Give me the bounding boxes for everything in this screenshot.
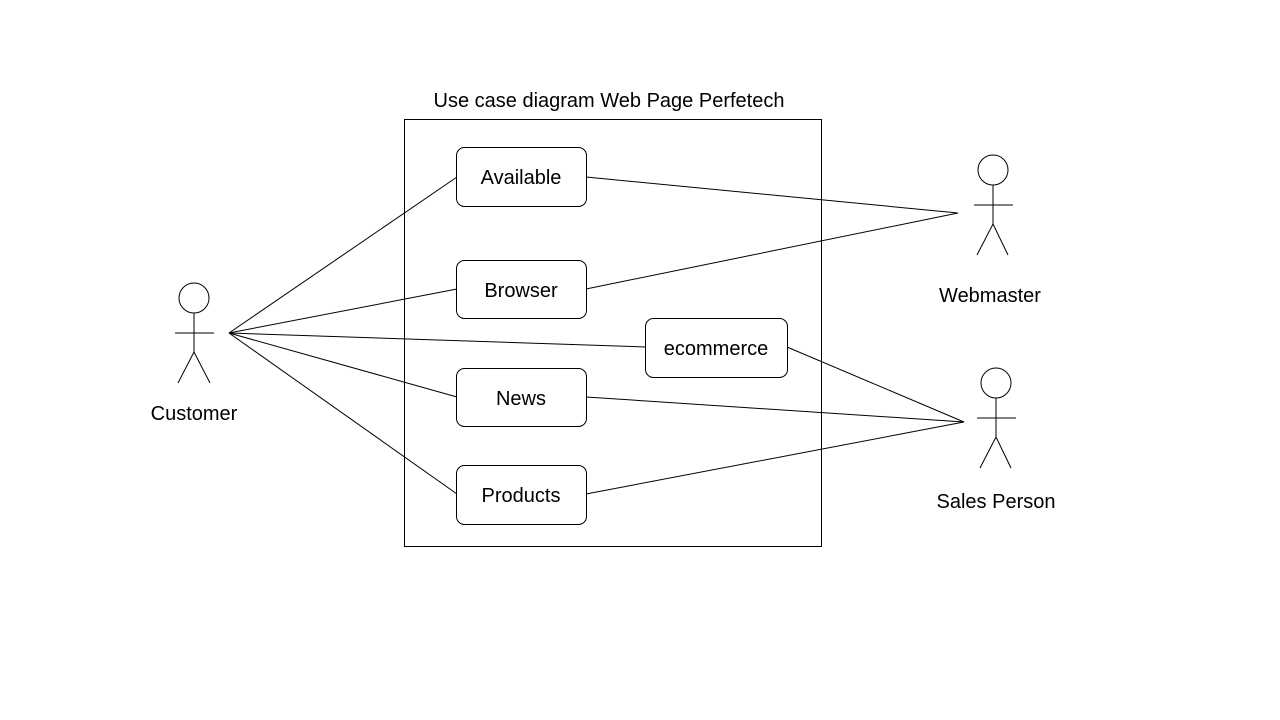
use-case-box bbox=[456, 465, 587, 525]
use-case-label: Products bbox=[482, 485, 561, 507]
actor-label: Sales Person bbox=[937, 491, 1056, 513]
use-case-label: ecommerce bbox=[664, 338, 768, 360]
association-line-webmaster-browser bbox=[585, 212, 959, 290]
use-case-label: News bbox=[496, 388, 546, 410]
association-line-sales-person-news bbox=[585, 396, 965, 423]
actor-sales-person[interactable]: Sales Person bbox=[937, 367, 1056, 513]
stick-figure-icon bbox=[974, 154, 1013, 256]
use-case-products[interactable]: Products bbox=[456, 465, 587, 525]
use-case-box bbox=[456, 147, 587, 207]
association-lines bbox=[228, 176, 965, 495]
use-case-box bbox=[645, 318, 788, 378]
actor-webmaster[interactable]: Webmaster bbox=[939, 154, 1041, 307]
use-case-box bbox=[456, 260, 587, 319]
association-line-customer-available bbox=[228, 176, 458, 334]
actor-customer[interactable]: Customer bbox=[151, 282, 238, 425]
use-case-label: Browser bbox=[484, 280, 558, 302]
stick-figure-icon bbox=[175, 282, 214, 384]
association-line-webmaster-available bbox=[585, 176, 959, 214]
use-case-browser[interactable]: Browser bbox=[456, 260, 587, 319]
system-boundary bbox=[404, 119, 822, 547]
stick-figure-icon bbox=[977, 367, 1016, 469]
actor-label: Customer bbox=[151, 403, 238, 425]
use-case-available[interactable]: Available bbox=[456, 147, 587, 207]
actor-label: Webmaster bbox=[939, 285, 1041, 307]
association-line-customer-ecommerce bbox=[228, 332, 647, 348]
association-line-customer-browser bbox=[228, 288, 458, 334]
association-line-sales-person-ecommerce bbox=[786, 346, 965, 423]
association-line-customer-products bbox=[228, 332, 458, 495]
association-line-customer-news bbox=[228, 332, 458, 398]
use-case-news[interactable]: News bbox=[456, 368, 587, 427]
use-case-box bbox=[456, 368, 587, 427]
use-case-label: Available bbox=[481, 167, 562, 189]
association-line-sales-person-products bbox=[585, 421, 965, 495]
diagram-title: Use case diagram Web Page Perfetech bbox=[434, 90, 785, 112]
use-case-ecommerce[interactable]: ecommerce bbox=[645, 318, 788, 378]
